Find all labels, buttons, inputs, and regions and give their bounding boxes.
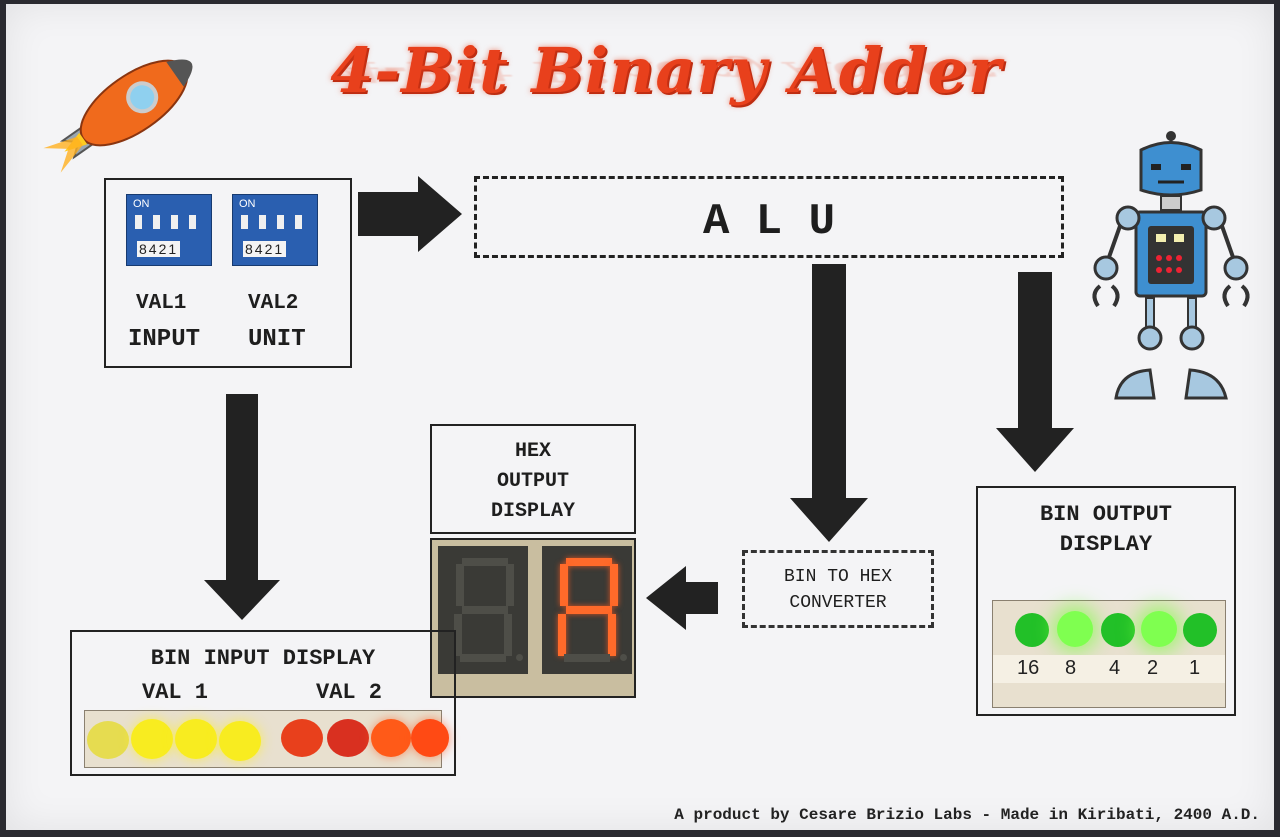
dip-switch-val1[interactable]: ON 8421 [126,194,212,266]
dip-on-label: ON [133,198,150,210]
hex-label-line1: HEX [514,440,551,463]
input-label: INPUT [128,326,201,353]
arrow-converter-to-hex [646,566,718,630]
led-16 [1015,613,1049,647]
weight-16: 16 [1017,657,1040,679]
converter-line1: BIN TO HEX [783,567,893,587]
led-8 [1057,611,1093,647]
unit-label: UNIT [248,326,306,353]
val1-label: VAL1 [136,292,187,315]
converter-box: BIN TO HEX CONVERTER [742,550,934,628]
led-val1-1 [219,721,261,761]
led-1 [1183,613,1217,647]
flow-arrows [204,176,1074,630]
dip-toggle[interactable] [189,215,196,229]
robot-icon [1092,131,1250,400]
dip-toggle[interactable] [153,215,160,229]
bin-input-val1: VAL 1 [142,680,209,705]
bin-input-box: BIN INPUT DISPLAY VAL 1 VAL 2 [70,630,456,776]
led-val2-4 [327,719,369,757]
dip-on-label: ON [239,198,256,210]
seven-segment-left [438,546,528,674]
hex-label-line2: OUTPUT [496,470,569,493]
dip-toggle[interactable] [171,215,178,229]
bin-input-board [84,710,449,768]
led-val2-2 [371,719,411,757]
arrow-alu-to-bin-output [996,272,1074,472]
bin-output-line2: DISPLAY [1059,532,1153,557]
dip-toggle[interactable] [277,215,284,229]
led-val2-1 [411,719,449,757]
dip-toggle[interactable] [259,215,266,229]
rocket-icon [43,59,193,173]
arrow-alu-to-converter [790,264,868,542]
led-val1-2 [175,719,217,759]
dip-toggle[interactable] [241,215,248,229]
hex-display [430,538,636,698]
dip-weights: 8421 [243,241,287,257]
led-val2-8 [281,719,323,757]
alu-label: A L U [702,197,836,247]
weight-2: 2 [1147,657,1159,679]
weight-1: 1 [1189,657,1201,679]
bin-output-board: 16 8 4 2 1 [992,600,1226,708]
led-4 [1101,613,1135,647]
arrow-input-to-bin-input [204,394,280,620]
bin-output-line1: BIN OUTPUT [1039,502,1173,527]
dip-toggle[interactable] [135,215,142,229]
hex-label-line3: DISPLAY [490,500,575,523]
alu-box: A L U [474,176,1064,258]
bin-input-title: BIN INPUT DISPLAY [150,646,376,671]
hex-display-label-box: HEX OUTPUT DISPLAY [430,424,636,534]
val2-label: VAL2 [248,292,299,315]
page-title: 4-Bit Binary Adder [330,34,1002,107]
dip-switch-val2[interactable]: ON 8421 [232,194,318,266]
input-unit-box: ON 8421 ON 8421 VAL1 VAL2 INPUT UNIT [104,178,352,368]
led-2 [1141,611,1177,647]
bin-input-val2: VAL 2 [316,680,383,705]
weight-8: 8 [1065,657,1077,679]
footer-credit: A product by Cesare Brizio Labs - Made i… [674,806,1260,824]
diagram-board: 4-Bit Binary Adder 4-Bit Binary Adder ON… [6,4,1274,830]
weight-4: 4 [1109,657,1121,679]
converter-line2: CONVERTER [789,593,887,613]
seven-segment-right [542,546,632,674]
led-val1-4 [131,719,173,759]
led-val1-8 [87,721,129,759]
dip-toggle[interactable] [295,215,302,229]
bin-output-box: BIN OUTPUT DISPLAY 16 8 4 2 1 [976,486,1236,716]
dip-weights: 8421 [137,241,181,257]
arrow-input-to-alu [358,176,462,252]
